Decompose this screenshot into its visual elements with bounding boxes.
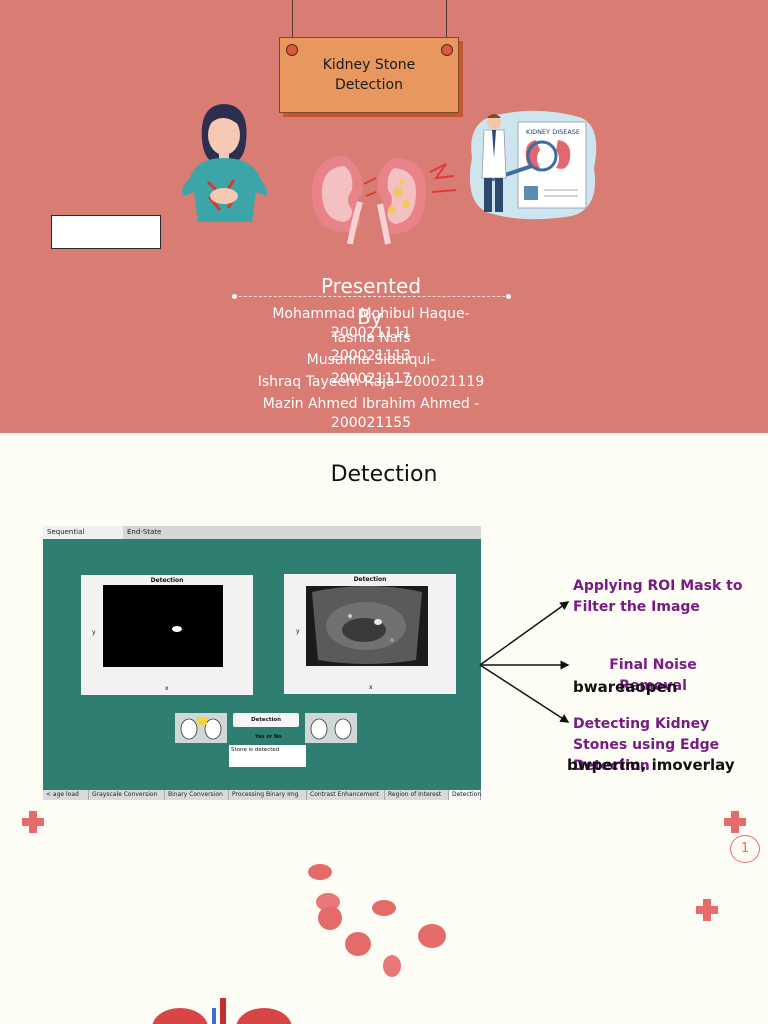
function-bwperim-imoverlay: bwperim, imoverlay: [567, 756, 735, 774]
kidney-decoration: [152, 998, 292, 1024]
app-panel: Detection y x Detection y x: [43, 539, 481, 790]
kidney-status-icon-right: [305, 713, 357, 743]
tab-contrast-enhancement[interactable]: Contrast Enhancement: [307, 790, 385, 800]
flow-arrows: [479, 601, 570, 723]
tab-grayscale-conversion[interactable]: Grayscale Conversion: [89, 790, 165, 800]
function-bwareaopen: bwareaopen: [573, 678, 678, 696]
status-output-box: Stone is detected: [229, 745, 306, 767]
author-name: Mazin Ahmed Ibrahim Ahmed -: [262, 396, 480, 412]
kidney-disease-label: KIDNEY DISEASE: [526, 128, 580, 136]
medical-cross-icon: [22, 811, 44, 833]
author-name: Musanna Siddiqui-: [306, 352, 436, 368]
detection-button[interactable]: Detection: [233, 713, 299, 727]
divider-dot: [506, 294, 511, 299]
x-axis-label: x: [165, 685, 169, 692]
author-id: 200021113: [330, 348, 412, 364]
title-slide: Kidney Stone Detection KIDNEY DISEASE: [0, 0, 768, 433]
patient-illustration: [182, 104, 268, 222]
figure-title: Detection: [353, 576, 387, 583]
detection-figure-1: Detection y x: [81, 575, 253, 695]
x-axis-label: x: [369, 684, 373, 691]
sign-string-right: [446, 0, 447, 46]
y-axis-label: y: [296, 628, 300, 635]
binary-result-image: [103, 585, 223, 667]
by-heading: By: [357, 305, 383, 329]
kidney-status-icon-left: [175, 713, 227, 743]
pin-icon: [286, 44, 298, 56]
divider-dot: [232, 294, 237, 299]
top-tab-bar: Sequential Visualization End-State Outpu…: [43, 526, 481, 549]
bottom-tab-bar: < age load Grayscale Conversion Binary C…: [43, 790, 481, 800]
yes-no-prompt: Yes or No: [255, 734, 282, 740]
step-roi-mask: Applying ROI Mask to Filter the Image: [573, 578, 743, 615]
tab-processing-binary-img[interactable]: Processing Binary Img: [229, 790, 307, 800]
kidneys-illustration: [312, 156, 457, 245]
slide-number-badge: 1: [730, 835, 760, 863]
y-axis-label: y: [92, 629, 96, 636]
tab-sequential-visualization[interactable]: Sequential Visualization: [43, 526, 123, 549]
tab-binary-conversion[interactable]: Binary Conversion: [165, 790, 229, 800]
author-name: Tasnia Nafs: [331, 330, 411, 346]
medical-cross-icon: [724, 811, 746, 833]
blank-text-box: [51, 215, 161, 249]
tab-end-state-output[interactable]: End-State Output: [127, 528, 162, 549]
pin-icon: [441, 44, 453, 56]
presentation-title: Kidney Stone Detection: [322, 57, 416, 93]
matlab-app-window: Sequential Visualization End-State Outpu…: [43, 526, 481, 800]
author-id: 200021155: [330, 415, 412, 431]
step-edge-detection: Detecting Kidney Stones using Edge Detec…: [573, 716, 720, 774]
author-name: Ishraq Tayeem Raja -200021119: [257, 374, 485, 390]
doctor-illustration: KIDNEY DISEASE: [469, 110, 597, 220]
medical-cross-icon: [696, 899, 718, 921]
presented-heading: Presented: [320, 274, 422, 298]
step-noise-removal: Final Noise Removal: [609, 657, 697, 694]
author-id: 200021117: [330, 371, 412, 387]
author-name: Mohammad Mohibul Haque-: [272, 306, 470, 322]
author-id: 200021111: [330, 325, 412, 341]
tab-region-of-interest[interactable]: Region of Interest: [385, 790, 449, 800]
blood-cells-illustration: [308, 864, 446, 977]
sign-string-left: [292, 0, 293, 46]
ultrasound-overlay-image: [306, 586, 428, 666]
tab-detection[interactable]: Detection: [449, 790, 481, 800]
divider-line: [234, 296, 510, 297]
title-sign: Kidney Stone Detection: [279, 37, 459, 113]
tab-image-load[interactable]: < age load: [43, 790, 89, 800]
slide-title: Detection: [330, 462, 438, 487]
figure-title: Detection: [150, 577, 184, 584]
detection-figure-2: Detection y x: [284, 574, 456, 694]
